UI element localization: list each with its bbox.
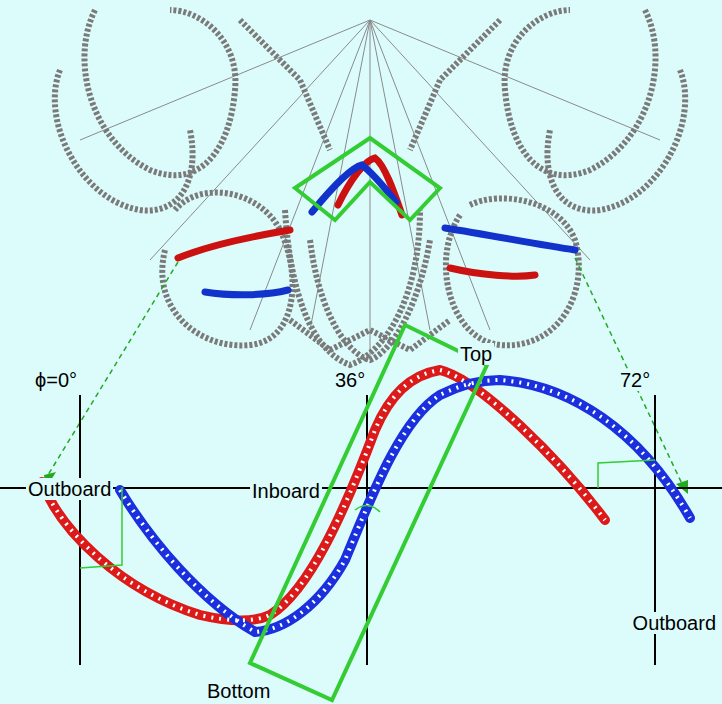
- axis-label: ϕ=0°: [33, 369, 79, 391]
- axis-label: 36°: [333, 369, 367, 391]
- axis-label: Outboard: [631, 612, 718, 634]
- axis-label: Outboard: [26, 478, 113, 500]
- axis-label: 72°: [618, 369, 652, 391]
- axis-label: Bottom: [205, 680, 272, 702]
- axis-label: Top: [458, 343, 494, 365]
- axis-label: Inboard: [250, 480, 322, 502]
